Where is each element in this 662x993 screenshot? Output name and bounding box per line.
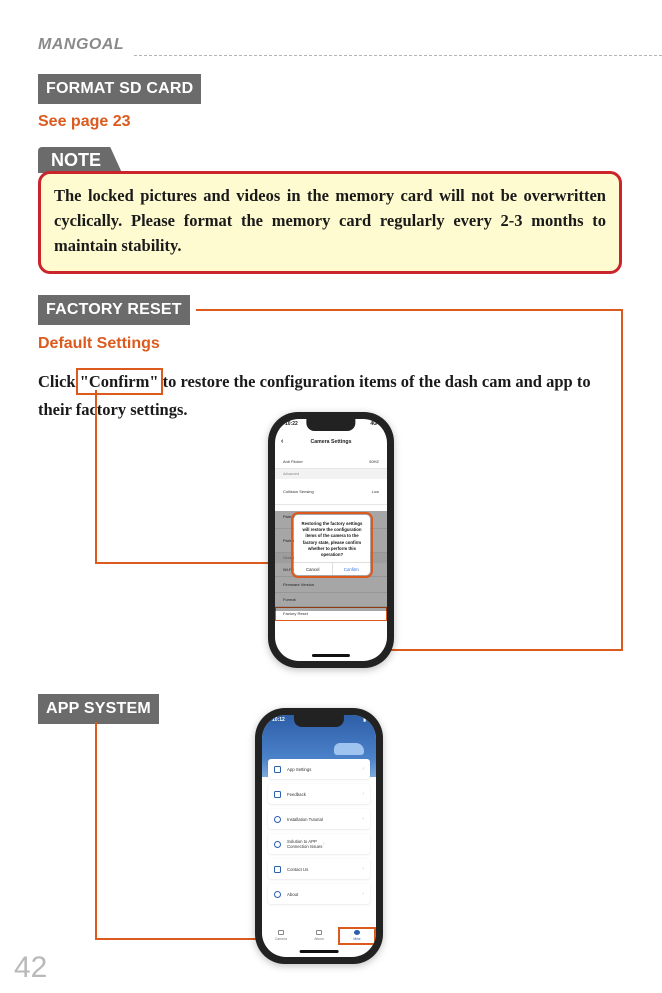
menu-item-label: About <box>287 891 299 897</box>
menu-item-feedback[interactable]: Feedback › <box>268 784 370 804</box>
info-icon <box>274 890 281 898</box>
status-time: 10:22 <box>285 421 298 427</box>
menu-item-contact-us[interactable]: Contact Us › <box>268 859 370 879</box>
callout-line-top <box>196 309 623 311</box>
menu-item-label: Solution to APP Connection Issues <box>287 839 323 849</box>
callout-line-app-horizontal <box>95 938 347 940</box>
chevron-right-icon: › <box>362 891 364 897</box>
tutorial-icon <box>274 815 281 823</box>
app-menu-list: App Settings › Feedback › Installation Tut… <box>268 759 370 909</box>
dialog-confirm-button[interactable]: Confirm <box>331 563 371 576</box>
menu-item-connection-issues[interactable]: Solution to APP Connection Issues› <box>268 834 370 854</box>
setting-row-collision[interactable]: Collision Sensing Low <box>275 479 387 505</box>
menu-item-installation-tutorial[interactable]: Installation Tutorial › <box>268 809 370 829</box>
status-bar: 10:22 4G <box>285 421 377 427</box>
status-bar: 10:12 ▮ <box>272 717 366 723</box>
tab-label: Mine <box>353 937 361 941</box>
home-indicator <box>311 654 351 657</box>
format-page-reference: See page 23 <box>38 113 131 130</box>
setting-row-factory-reset[interactable]: Factory Reset <box>275 607 387 621</box>
dialog-cancel-button[interactable]: Cancel <box>306 567 320 573</box>
home-indicator <box>299 950 339 953</box>
section-title-factory-reset: FACTORY RESET <box>38 295 190 325</box>
bottom-tab-bar: Camera Album Mine <box>262 927 376 945</box>
setting-row-firmware[interactable]: Firmware Version <box>275 577 387 593</box>
setting-label: Firmware Version <box>283 582 315 587</box>
note-box: The locked pictures and videos in the me… <box>38 171 622 274</box>
callout-line-left <box>95 390 97 564</box>
album-icon <box>316 930 322 935</box>
setting-row-anti-flicker[interactable]: Anti Flicker 50HZ <box>275 455 387 469</box>
phone-app-system: 10:12 ▮ App Settings › Feedback › Installat… <box>255 708 383 964</box>
camera-settings-header: ‹ Camera Settings <box>275 433 387 451</box>
menu-item-app-settings[interactable]: App Settings › <box>268 759 370 779</box>
phone-notch <box>306 419 356 431</box>
menu-item-label: App Settings <box>287 766 312 772</box>
callout-line-app-vertical <box>95 722 97 940</box>
tab-label: Camera <box>274 937 288 941</box>
menu-item-label: Contact Us <box>287 866 309 872</box>
setting-label: Factory Reset <box>283 611 308 616</box>
callout-line-right <box>621 309 623 651</box>
dialog-message: Restoring the factory settings will rest… <box>301 521 363 558</box>
confirm-keyword-highlight: "Confirm" <box>75 368 163 395</box>
note-text: The locked pictures and videos in the me… <box>54 186 606 255</box>
setting-row-format[interactable]: Format <box>275 593 387 607</box>
help-icon <box>274 840 281 848</box>
contact-icon <box>274 865 281 873</box>
phone-screen: 10:12 ▮ App Settings › Feedback › Installat… <box>262 715 376 957</box>
camera-icon <box>278 930 284 935</box>
setting-label: Format <box>283 597 296 602</box>
section-title-format-sd-card: FORMAT SD CARD <box>38 74 202 104</box>
menu-item-label: Feedback <box>287 791 306 797</box>
header-divider <box>134 55 662 56</box>
setting-label: Parking <box>283 538 297 543</box>
callout-line-to-dialog <box>95 562 275 564</box>
tab-camera[interactable]: Camera <box>262 927 300 945</box>
back-chevron-icon[interactable]: ‹ <box>281 438 284 445</box>
chevron-right-icon: › <box>362 816 364 822</box>
section-title-app-system: APP SYSTEM <box>38 694 159 724</box>
chevron-right-icon: › <box>362 766 364 772</box>
user-icon <box>354 930 360 935</box>
settings-icon <box>274 765 281 773</box>
tab-label: Album <box>314 937 324 941</box>
dialog-buttons: Cancel Confirm <box>294 562 371 576</box>
factory-reset-subtitle: Default Settings <box>38 335 160 352</box>
phone-screen: 10:22 4G ‹ Camera Settings Anti Flicker 50… <box>275 419 387 661</box>
callout-line-bottom <box>384 649 623 651</box>
menu-item-about[interactable]: About › <box>268 884 370 904</box>
status-time: 10:12 <box>272 717 285 723</box>
brand-logo-text: MANGOAL <box>38 36 125 53</box>
factory-reset-instruction: Click "Confirm" to restore the configura… <box>38 368 628 424</box>
setting-label: Collision Sensing <box>283 489 314 494</box>
note-label: NOTE <box>51 150 102 170</box>
setting-value: 50HZ <box>369 459 379 464</box>
status-signal: 4G <box>370 421 377 427</box>
menu-item-label: Installation Tutorial <box>287 816 323 822</box>
instruction-end: to restore the configuration items of th… <box>38 372 591 419</box>
tab-mine[interactable]: Mine <box>338 927 376 945</box>
car-illustration-icon <box>334 743 364 755</box>
phone-camera-settings: 10:22 4G ‹ Camera Settings Anti Flicker 50… <box>268 412 394 668</box>
phone-notch <box>293 715 345 727</box>
feedback-icon <box>274 790 281 798</box>
setting-value: Low <box>371 489 379 494</box>
camera-settings-title: Camera Settings <box>310 439 352 445</box>
setting-label: Parking <box>283 514 297 519</box>
page-number: 42 <box>14 951 48 984</box>
chevron-right-icon: › <box>323 841 325 847</box>
chevron-right-icon: › <box>362 866 364 872</box>
settings-group-advanced: Advanced <box>275 469 387 479</box>
tab-album[interactable]: Album <box>300 927 338 945</box>
setting-label: Anti Flicker <box>283 459 303 464</box>
note-label-tab: NOTE <box>38 147 122 173</box>
factory-reset-dialog: Restoring the factory settings will rest… <box>291 511 373 579</box>
battery-icon: ▮ <box>363 717 366 723</box>
chevron-right-icon: › <box>362 791 364 797</box>
instruction-start: Click <box>38 372 80 391</box>
